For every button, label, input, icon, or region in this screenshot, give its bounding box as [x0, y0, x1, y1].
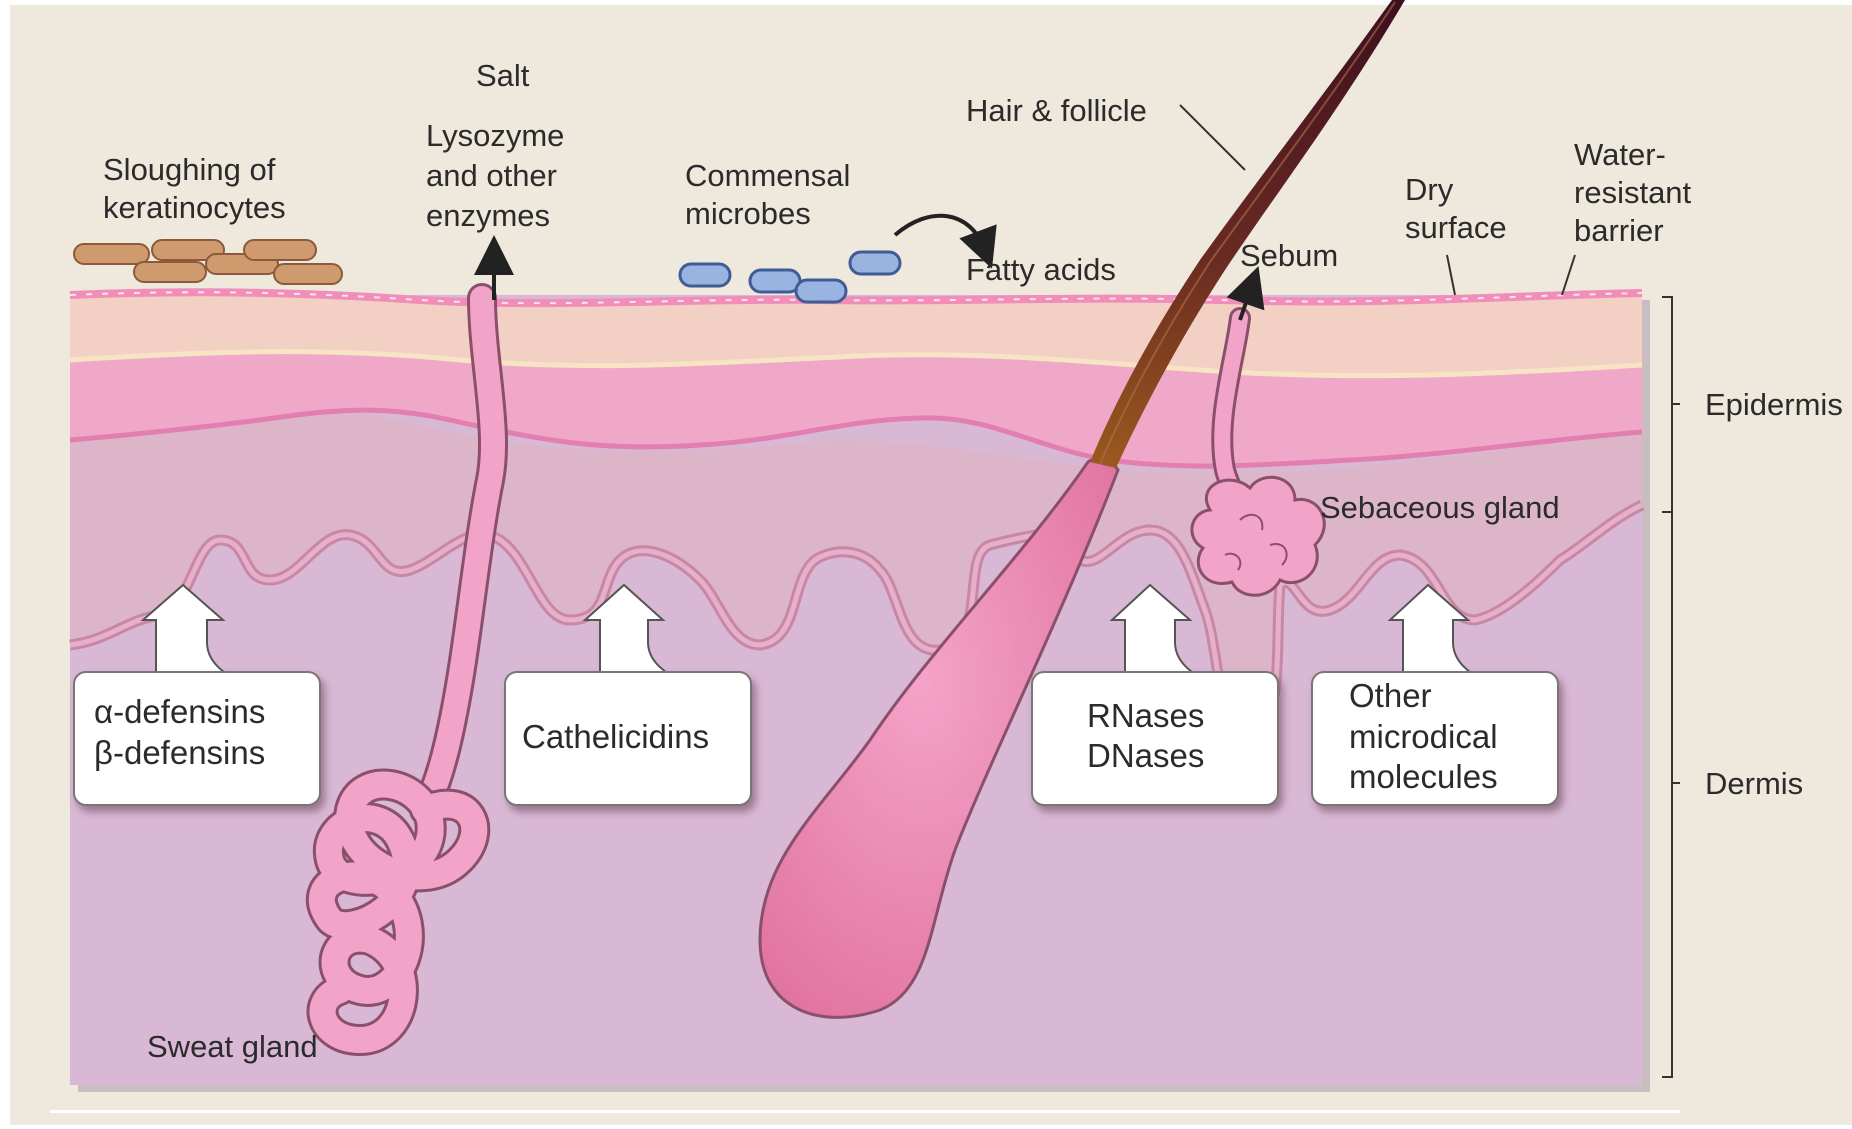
other-molecules-line-2: microdical [1349, 718, 1498, 755]
label-sloughing-1: Sloughing of [103, 152, 276, 187]
label-commensal-2: microbes [685, 196, 811, 231]
label-sebum: Sebum [1240, 238, 1338, 273]
label-sebaceous-gland: Sebaceous gland [1320, 490, 1560, 525]
label-sloughing-2: keratinocytes [103, 190, 286, 225]
label-salt: Salt [476, 58, 530, 93]
label-sweat-gland: Sweat gland [147, 1029, 318, 1064]
label-dermis: Dermis [1705, 766, 1803, 801]
label-commensal-1: Commensal [685, 158, 850, 193]
label-dry-surface-1: Dry [1405, 172, 1454, 207]
defensins-box-line-2: β-defensins [94, 734, 265, 771]
nucleases-box-line-1: RNases [1087, 697, 1204, 734]
label-water-barrier-1: Water- [1574, 137, 1666, 172]
defensins-box-line-1: α-defensins [94, 693, 265, 730]
cathelicidins-box-text: Cathelicidins [522, 718, 709, 755]
other-molecules-line-3: molecules [1349, 758, 1498, 795]
label-lysozyme-1: Lysozyme [426, 118, 564, 153]
nucleases-box-line-2: DNases [1087, 737, 1204, 774]
label-hair-follicle: Hair & follicle [966, 93, 1147, 128]
label-lysozyme-3: enzymes [426, 198, 550, 233]
label-water-barrier-3: barrier [1574, 213, 1664, 248]
label-fatty-acids: Fatty acids [966, 252, 1116, 287]
label-epidermis: Epidermis [1705, 387, 1843, 422]
other-molecules-line-1: Other [1349, 677, 1432, 714]
label-water-barrier-2: resistant [1574, 175, 1692, 210]
label-lysozyme-2: and other [426, 158, 557, 193]
bottom-rule [50, 1110, 1680, 1113]
label-dry-surface-2: surface [1405, 210, 1507, 245]
